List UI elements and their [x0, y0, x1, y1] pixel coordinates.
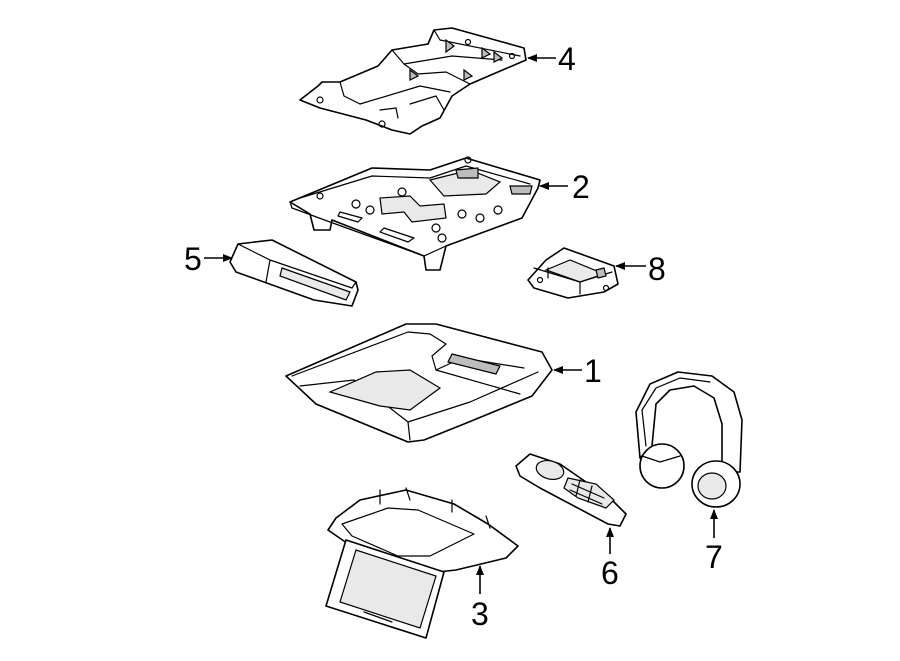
part-3-video-screen: [325, 487, 519, 639]
part-5-trim: [229, 239, 359, 307]
callout-4: 4: [558, 41, 576, 77]
part-7-headphones: [635, 371, 743, 508]
part-4-bracket: [299, 27, 527, 135]
leader-arrows: [204, 54, 718, 594]
part-8-module: [527, 247, 619, 299]
callout-2: 2: [572, 169, 590, 205]
callout-8: 8: [648, 251, 666, 287]
callout-5: 5: [184, 241, 202, 277]
part-6-remote: [515, 453, 627, 527]
part-1-console: [285, 323, 553, 443]
callout-6: 6: [601, 555, 619, 591]
callout-3: 3: [471, 596, 489, 632]
callout-1: 1: [584, 353, 602, 389]
callout-7: 7: [705, 539, 723, 575]
part-2-mounting-plate: [289, 156, 541, 271]
